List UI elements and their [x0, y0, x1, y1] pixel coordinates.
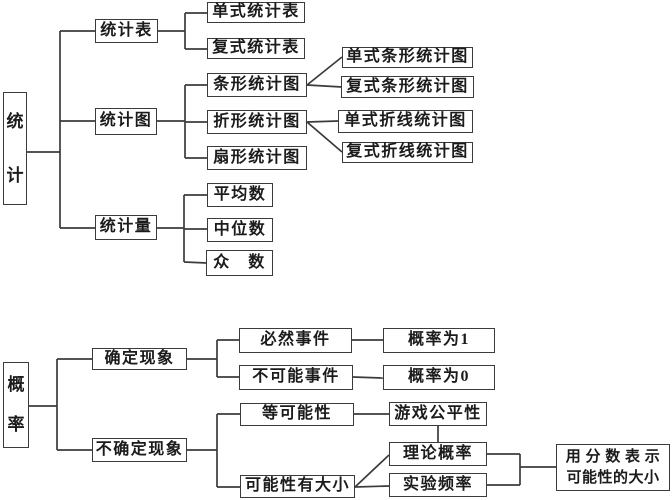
- node-double-table: 复式统计表: [207, 38, 305, 59]
- node-statistics-root: 统 计: [3, 92, 27, 205]
- node-median: 中位数: [207, 218, 273, 242]
- node-uncertain-phenomena: 不确定现象: [92, 438, 187, 462]
- node-game-fairness: 游戏公平性: [389, 402, 487, 426]
- connector: [306, 120, 339, 123]
- node-inevitable-event: 必然事件: [239, 328, 352, 353]
- node-fraction-representation: 用 分 数 表 示 可能性的大小: [556, 444, 670, 491]
- node-single-bar-chart: 单式条形统计图: [342, 47, 473, 68]
- node-statistics-chart: 统计图: [95, 108, 157, 135]
- node-experimental-frequency: 实验频率: [389, 473, 487, 497]
- connector: [306, 84, 343, 88]
- node-impossible-event: 不可能事件: [239, 365, 353, 390]
- node-single-line-chart: 单式折线统计图: [338, 110, 473, 133]
- node-single-table: 单式统计表: [207, 2, 305, 23]
- node-pie-chart: 扇形统计图: [207, 146, 307, 170]
- connector: [354, 454, 390, 488]
- node-mode: 众 数: [206, 250, 273, 276]
- node-line-chart: 折形统计图: [207, 110, 307, 134]
- connector: [183, 261, 208, 264]
- node-possibility-has-size: 可能性有大小: [240, 475, 355, 498]
- connector: [352, 376, 384, 379]
- node-probability-root: 概 率: [3, 362, 29, 448]
- node-probability-is-1: 概率为1: [383, 328, 495, 353]
- connector: [354, 485, 390, 488]
- node-equal-possibility: 等可能性: [240, 403, 354, 426]
- node-statistics-measure: 统计量: [95, 215, 157, 240]
- node-certain-phenomena: 确定现象: [92, 348, 187, 370]
- node-bar-chart: 条形统计图: [207, 73, 307, 97]
- connector: [306, 121, 343, 153]
- node-double-bar-chart: 复式条形统计图: [341, 76, 474, 98]
- node-mean: 平均数: [207, 183, 273, 207]
- connector: [306, 56, 343, 86]
- node-statistics-table: 统计表: [95, 19, 158, 43]
- node-probability-is-0: 概率为0: [383, 365, 495, 390]
- node-double-line-chart: 复式折线统计图: [342, 142, 473, 163]
- node-theoretical-probability: 理论概率: [389, 442, 487, 466]
